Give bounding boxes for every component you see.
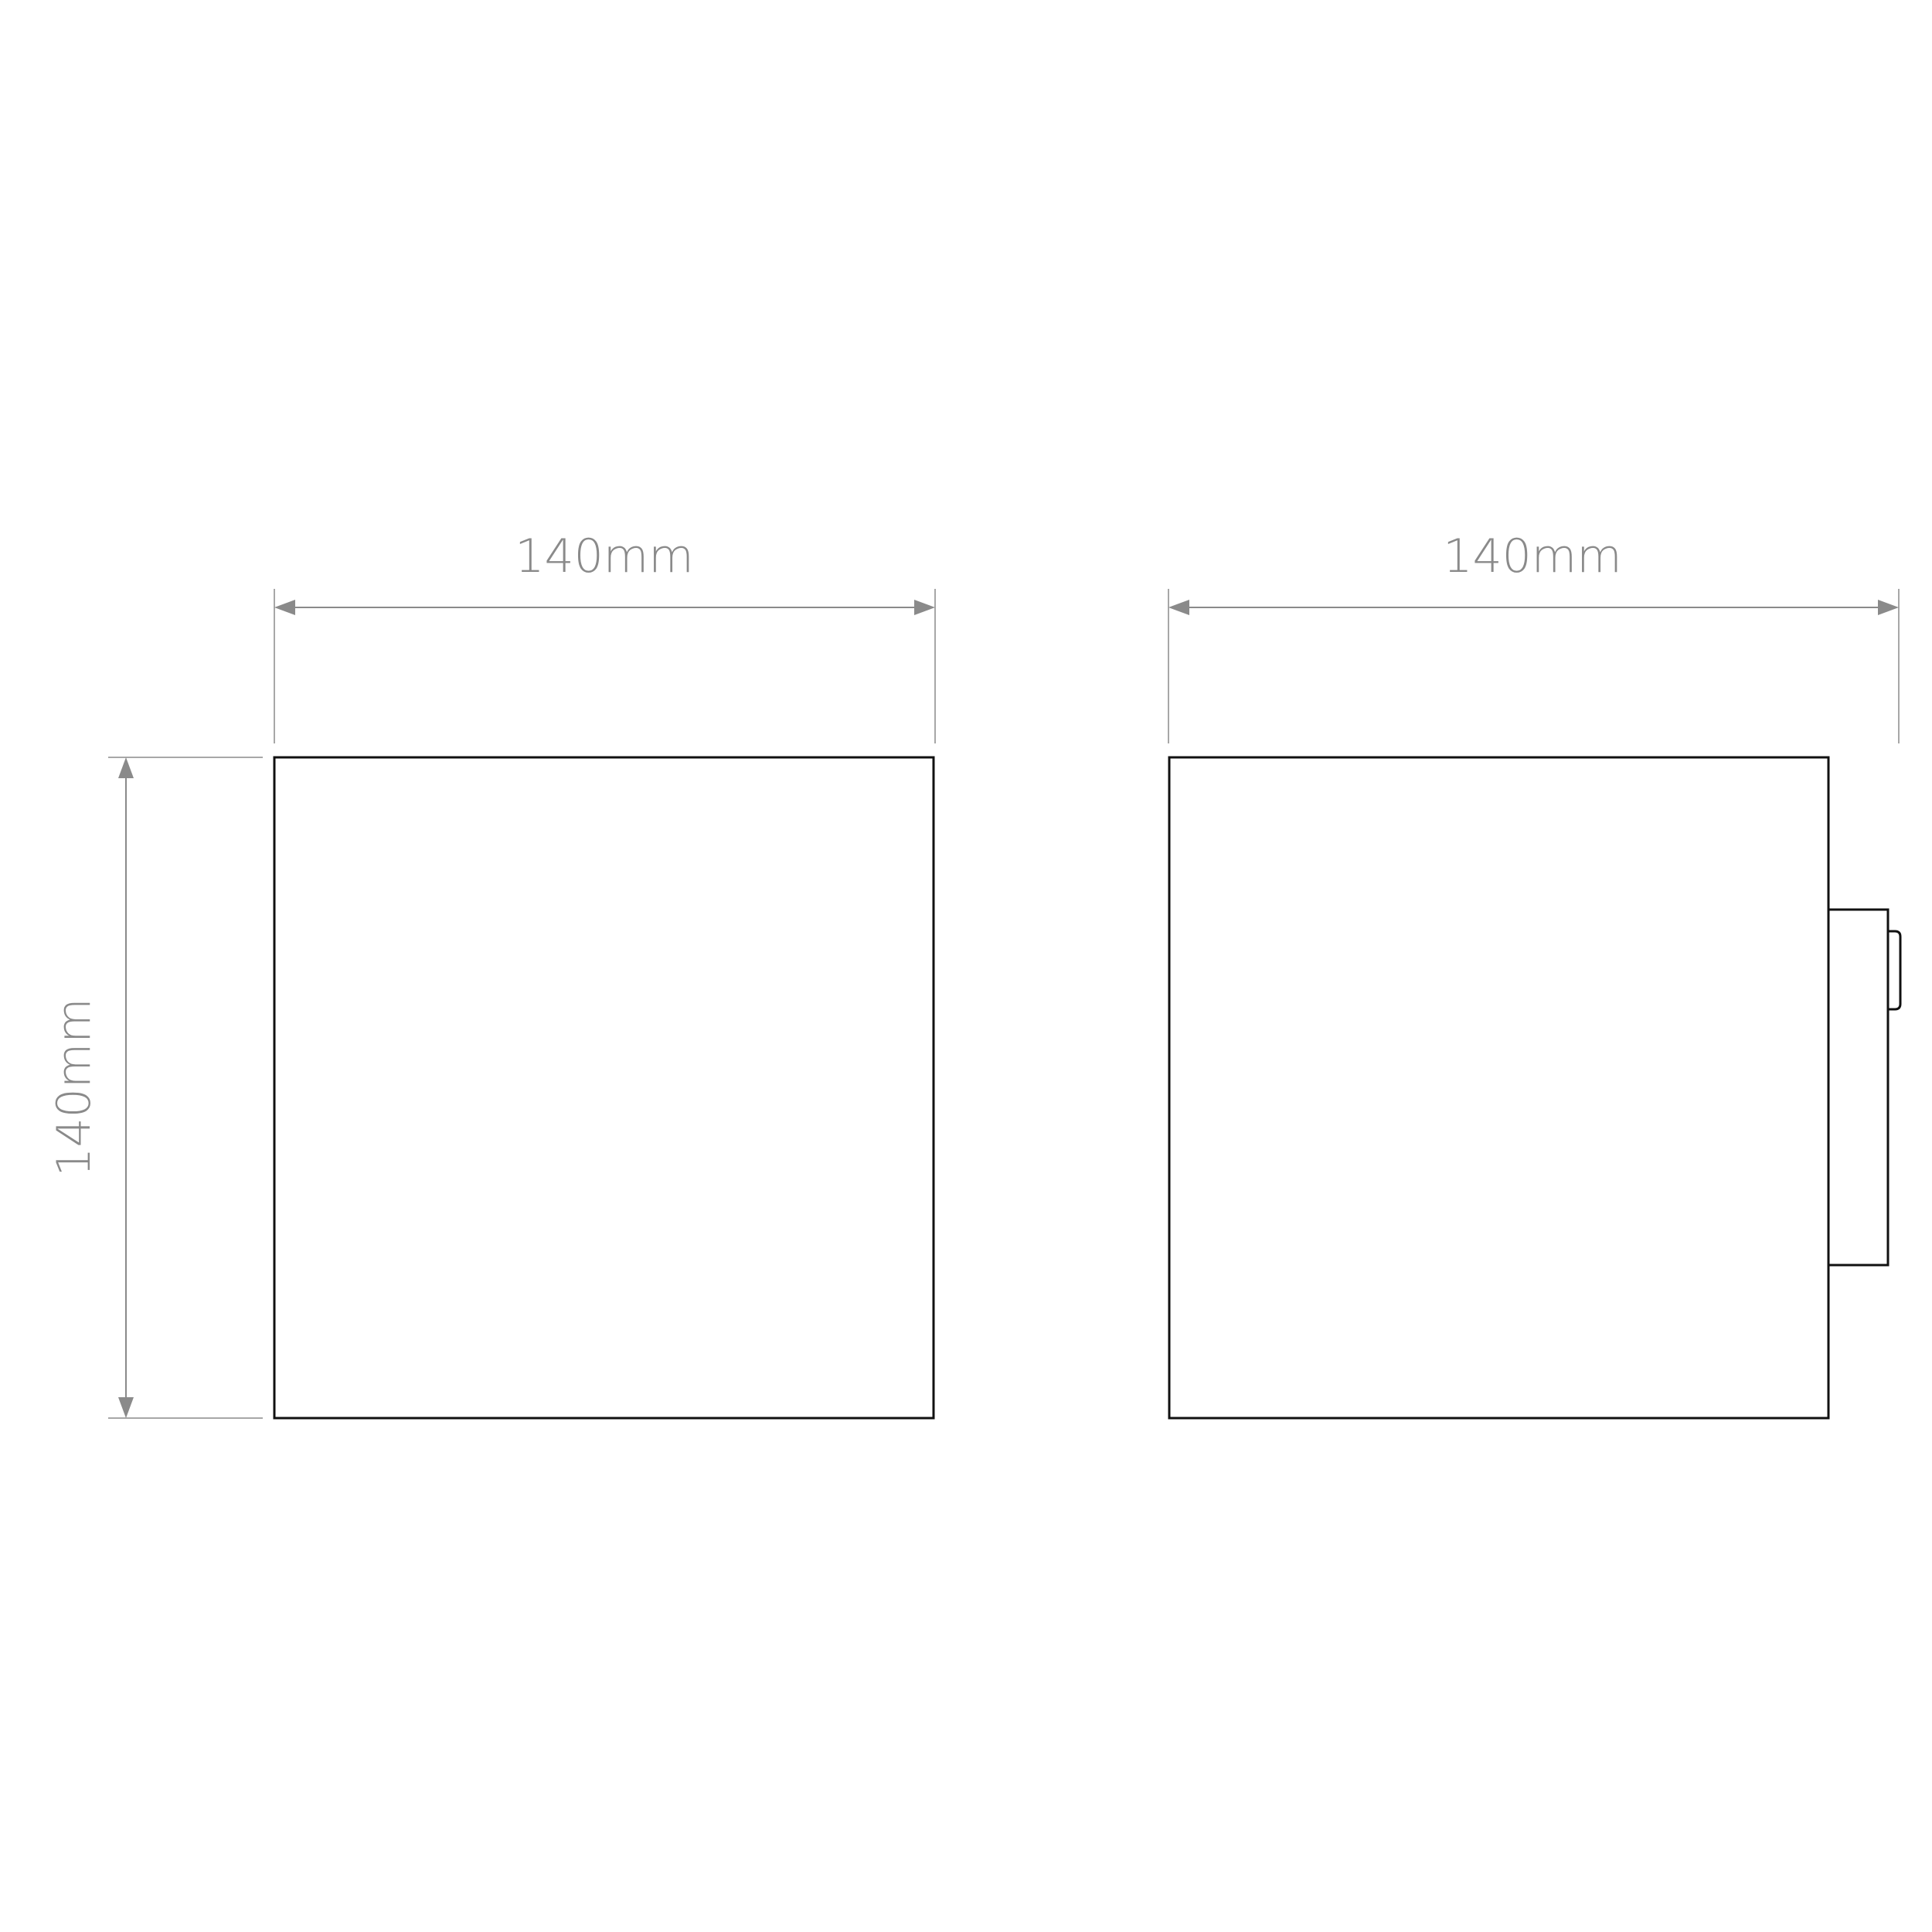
side-view: 140mm [1168, 529, 1902, 1420]
front-view: 140mm 140mm [47, 529, 936, 1420]
side-depth-label: 140mm [1443, 529, 1621, 583]
side-fixing-tab-outline [1886, 930, 1902, 1011]
front-body-outline [273, 756, 935, 1420]
front-height-arrow-bottom [118, 1397, 134, 1418]
side-depth-dimension: 140mm [1168, 529, 1900, 743]
side-depth-arrow-left [1168, 600, 1189, 615]
front-height-arrow-top [118, 757, 134, 778]
front-width-dimension: 140mm [274, 529, 936, 743]
front-height-dimension: 140mm [47, 757, 263, 1419]
side-depth-arrow-right [1878, 600, 1899, 615]
front-width-arrow-right [914, 600, 935, 615]
side-wall-plate-outline [1827, 908, 1889, 1267]
front-width-label: 140mm [515, 529, 693, 583]
front-width-arrow-left [274, 600, 295, 615]
side-body-outline [1168, 756, 1830, 1420]
front-height-label: 140mm [47, 998, 101, 1176]
